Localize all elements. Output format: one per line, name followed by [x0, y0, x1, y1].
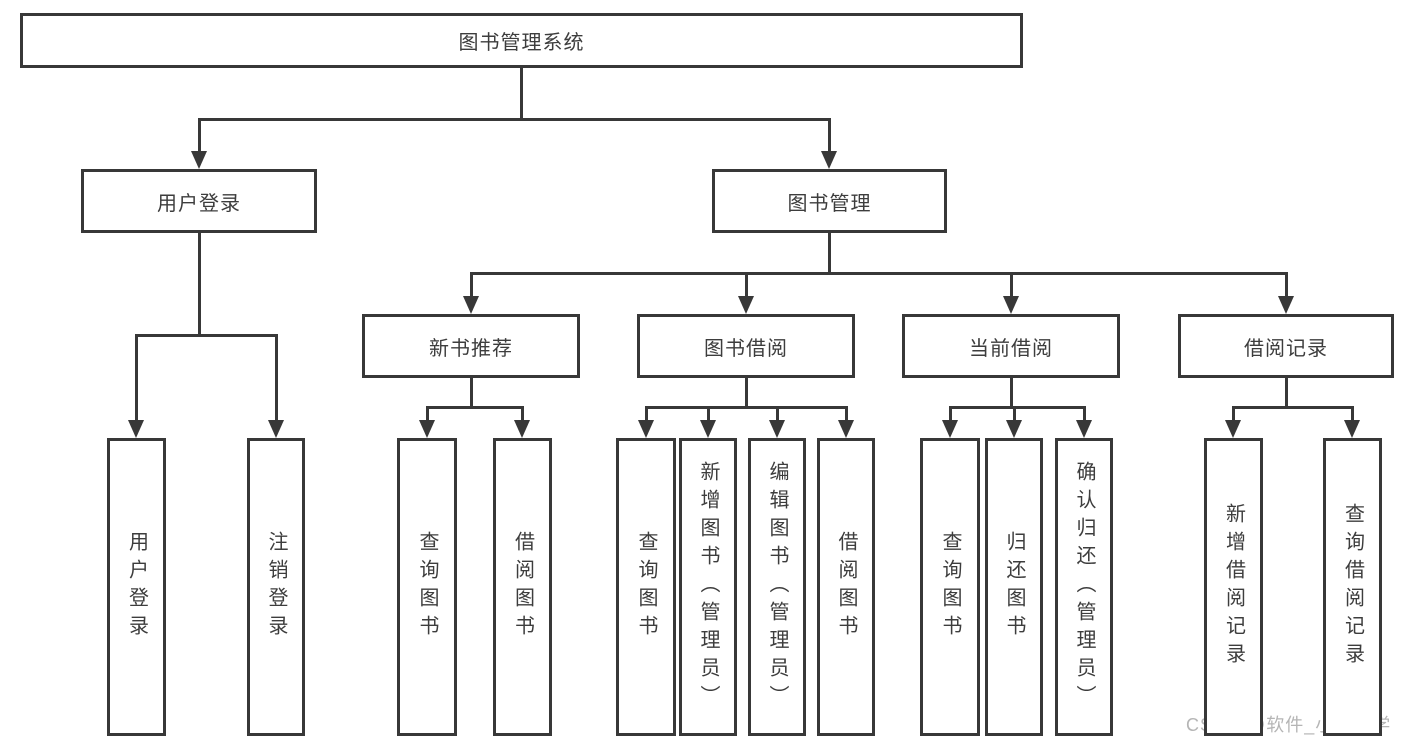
- arrow-down-icon: [191, 151, 207, 169]
- node-label: 查询图书: [635, 531, 657, 643]
- diagram-node-leaf-br-add-record: 新增借阅记录: [1204, 438, 1263, 736]
- diagram-node-leaf-nb-borrow-books: 借阅图书: [493, 438, 552, 736]
- connector-line: [775, 407, 779, 424]
- diagram-node-leaf-logout: 注销登录: [247, 438, 305, 736]
- connector-line: [274, 335, 278, 424]
- connector-line: [1082, 407, 1086, 424]
- diagram-node-user-login: 用户登录: [81, 169, 317, 233]
- connector-line: [469, 378, 473, 407]
- connector-line: [1231, 407, 1235, 424]
- arrow-down-icon: [700, 420, 716, 438]
- diagram-node-book-borrowing: 图书借阅: [637, 314, 855, 378]
- connector-line: [134, 333, 278, 337]
- connector-line: [197, 117, 831, 121]
- node-label: 图书借阅: [704, 337, 788, 360]
- arrow-down-icon: [942, 420, 958, 438]
- node-label: 归还图书: [1003, 531, 1025, 643]
- arrow-down-icon: [738, 296, 754, 314]
- node-label: 确认归还（管理员）: [1073, 461, 1095, 713]
- node-label: 查询图书: [416, 531, 438, 643]
- connector-line: [827, 233, 831, 273]
- connector-line: [425, 407, 429, 424]
- arrow-down-icon: [1344, 420, 1360, 438]
- diagram-node-leaf-cb-return-books: 归还图书: [985, 438, 1043, 736]
- node-label: 图书管理系统: [458, 32, 585, 54]
- diagram-node-borrowing-records: 借阅记录: [1178, 314, 1394, 378]
- arrow-down-icon: [1225, 420, 1241, 438]
- connector-line: [744, 378, 748, 407]
- diagram-node-leaf-bb-borrow-books: 借阅图书: [817, 438, 875, 736]
- connector-line: [1284, 273, 1288, 300]
- arrow-down-icon: [419, 420, 435, 438]
- arrow-down-icon: [821, 151, 837, 169]
- diagram-node-book-management: 图书管理: [712, 169, 947, 233]
- node-label: 新书推荐: [429, 337, 513, 360]
- node-label: 查询图书: [939, 531, 961, 643]
- connector-line: [827, 119, 831, 155]
- connector-line: [469, 273, 473, 300]
- connector-line: [519, 68, 523, 119]
- node-label: 图书管理: [787, 192, 872, 215]
- arrow-down-icon: [838, 420, 854, 438]
- arrow-down-icon: [638, 420, 654, 438]
- node-label: 借阅图书: [511, 531, 534, 643]
- node-label: 借阅图书: [835, 531, 857, 643]
- diagram-node-leaf-cb-confirm-return: 确认归还（管理员）: [1055, 438, 1113, 736]
- diagram-node-leaf-user-login: 用户登录: [107, 438, 166, 736]
- arrow-down-icon: [1278, 296, 1294, 314]
- arrow-down-icon: [128, 420, 144, 438]
- arrow-down-icon: [514, 420, 530, 438]
- arrow-down-icon: [769, 420, 785, 438]
- connector-line: [1012, 407, 1016, 424]
- connector-line: [197, 233, 201, 335]
- connector-line: [520, 407, 524, 424]
- diagram-node-leaf-br-query-record: 查询借阅记录: [1323, 438, 1382, 736]
- node-label: 当前借阅: [969, 337, 1053, 360]
- connector-line: [744, 273, 748, 300]
- node-label: 新增借阅记录: [1222, 503, 1245, 671]
- arrow-down-icon: [268, 420, 284, 438]
- arrow-down-icon: [1076, 420, 1092, 438]
- connector-line: [844, 407, 848, 424]
- arrow-down-icon: [1003, 296, 1019, 314]
- connector-line: [469, 271, 1288, 275]
- connector-line: [644, 407, 648, 424]
- diagram-node-leaf-bb-edit-books: 编辑图书（管理员）: [748, 438, 806, 736]
- diagram-node-current-borrowing: 当前借阅: [902, 314, 1120, 378]
- connector-line: [948, 407, 952, 424]
- connector-line: [197, 119, 201, 155]
- diagram-node-leaf-nb-query-books: 查询图书: [397, 438, 457, 736]
- connector-line: [1350, 407, 1354, 424]
- connector-line: [1284, 378, 1288, 407]
- node-label: 查询借阅记录: [1341, 503, 1364, 671]
- diagram-node-leaf-cb-query-books: 查询图书: [920, 438, 980, 736]
- connector-line: [1009, 378, 1013, 407]
- node-label: 借阅记录: [1244, 337, 1328, 360]
- node-label: 注销登录: [265, 531, 287, 643]
- arrow-down-icon: [463, 296, 479, 314]
- node-label: 新增图书（管理员）: [697, 461, 719, 713]
- connector-line: [706, 407, 710, 424]
- connector-line: [425, 405, 524, 409]
- connector-line: [1231, 405, 1354, 409]
- node-label: 用户登录: [125, 531, 148, 643]
- node-label: 编辑图书（管理员）: [766, 461, 788, 713]
- node-label: 用户登录: [157, 192, 241, 215]
- diagram-node-root: 图书管理系统: [20, 13, 1023, 68]
- connector-line: [644, 405, 848, 409]
- connector-line: [134, 335, 138, 424]
- diagram-node-leaf-bb-query-books: 查询图书: [616, 438, 676, 736]
- diagram-node-leaf-bb-add-books: 新增图书（管理员）: [679, 438, 737, 736]
- arrow-down-icon: [1006, 420, 1022, 438]
- connector-line: [1009, 273, 1013, 300]
- diagram-node-new-book-recommend: 新书推荐: [362, 314, 580, 378]
- connector-line: [948, 405, 1086, 409]
